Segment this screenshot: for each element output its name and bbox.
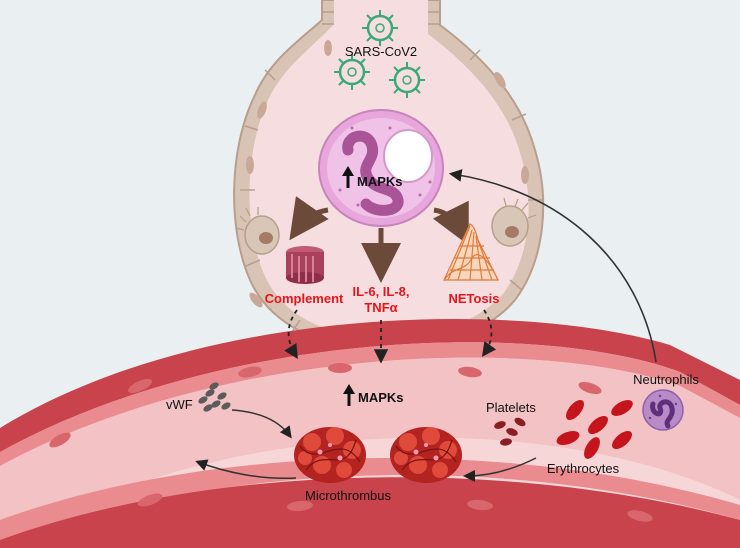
macrophage-icon <box>235 207 280 255</box>
up-arrow-icon <box>343 384 355 406</box>
microthrombus-label: Microthrombus <box>305 488 391 503</box>
virus-icon <box>334 54 370 90</box>
netosis-label: NETosis <box>448 291 499 306</box>
mapks-vessel-label: MAPKs <box>358 390 404 405</box>
vwf-arrow <box>231 409 292 439</box>
virus-label: SARS-CoV2 <box>345 44 417 59</box>
complement-label: Complement <box>265 291 344 306</box>
vwf-label: vWF <box>166 397 193 412</box>
thrombus-icon <box>294 427 366 483</box>
cytokines-label-line1: IL-6, IL-8, <box>352 284 409 299</box>
neutrophils-label: Neutrophils <box>633 372 699 387</box>
platelet-icon <box>494 417 526 446</box>
complement-icon <box>286 246 324 284</box>
net-icon <box>443 223 499 281</box>
up-arrow-icon <box>342 166 354 188</box>
erythrocytes-label: Erythrocytes <box>547 461 620 476</box>
cytokines-label-line2: TNFα <box>364 300 397 315</box>
mapks-cell-label: MAPKs <box>357 174 403 189</box>
thrombus-flow-arrow <box>195 459 297 480</box>
cells-to-thrombus-arrow <box>463 457 537 482</box>
blood-vessel <box>0 319 740 548</box>
dashed-arrow-netosis <box>481 309 497 357</box>
dashed-arrow-complement <box>284 309 298 360</box>
virus-icon <box>389 62 425 98</box>
neutrophil-cell-icon <box>642 389 684 431</box>
arrow-to-netosis <box>432 200 469 246</box>
platelets-label: Platelets <box>486 400 536 415</box>
macrophage-icon <box>491 197 537 247</box>
virus-icon <box>362 10 398 46</box>
thrombus-icon <box>390 427 462 483</box>
neutrophil-migration-arrow <box>448 169 657 363</box>
neutrophil-cell-icon <box>318 109 444 227</box>
endothelial-nuclei <box>49 363 653 522</box>
vwf-icon <box>198 382 231 412</box>
erythrocyte-icon <box>556 400 633 459</box>
arrow-to-complement <box>289 196 329 241</box>
